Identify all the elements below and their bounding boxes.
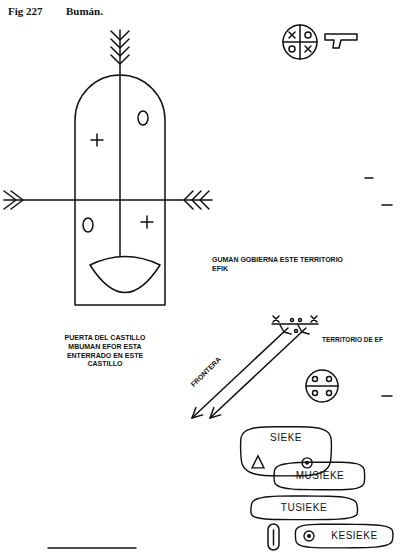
circle-cross: [283, 25, 317, 59]
lens-door: [90, 257, 160, 293]
quartered-circle: [283, 25, 317, 59]
o-mark: [289, 46, 295, 52]
arrowhead: [192, 408, 203, 418]
circle-mark: [83, 218, 93, 232]
territory-blob: SIEKE: [238, 424, 334, 478]
loop-figure: [268, 524, 279, 550]
territory-label: TERRITORIO DE EF: [322, 336, 383, 344]
territory-blob: KESIEKE: [292, 522, 395, 550]
blob-path: [295, 524, 392, 548]
dot-mark: [295, 330, 298, 333]
feathers-right: [184, 191, 209, 209]
loop-figure-line: [273, 530, 275, 545]
dot: [308, 535, 311, 538]
triangle-mark: [252, 456, 264, 468]
o-mark: [327, 377, 332, 382]
blob-path: [274, 462, 365, 490]
arrowhead: [210, 408, 221, 418]
x-marks: [289, 32, 311, 52]
o-mark: [327, 391, 332, 396]
circle-dot: [304, 531, 314, 541]
o-mark: [305, 32, 311, 38]
note: GUMAN GOBIERNA ESTE TERRITORIO EFIK: [212, 256, 344, 274]
figure-number: Fig 227: [8, 5, 43, 19]
territory-blob: MUSIEKE: [272, 460, 368, 492]
note: PUERTA DEL CASTILLO MBUMAN EFOR ESTA ENT…: [52, 334, 158, 369]
o-mark: [313, 391, 318, 396]
margin-dashes: [365, 178, 392, 396]
cross-mark: [91, 134, 103, 146]
dot-mark: [291, 319, 294, 322]
castle-arch: [75, 75, 165, 305]
frontier-line: [210, 328, 306, 418]
x-marks: [273, 316, 317, 322]
dot: [306, 462, 309, 465]
territory-name: KESIEKE: [331, 530, 377, 542]
territory-blob: TUSIEKE: [248, 494, 360, 522]
circle-mark: [138, 111, 148, 125]
cross-mark: [141, 216, 153, 228]
feathers: [280, 325, 309, 334]
frontier-label: FRONTERA: [189, 355, 223, 389]
dot-mark: [299, 319, 302, 322]
o-mark: [313, 377, 318, 382]
boundary-bar: [272, 323, 318, 325]
horizontal-axis: [4, 199, 212, 201]
figure-title: Bumán.: [66, 5, 103, 19]
territory-name: SIEKE: [270, 432, 302, 444]
dotted-circle: [306, 370, 338, 402]
footer-rule: [48, 547, 136, 549]
circle-dot: [302, 458, 312, 468]
small-object: [325, 34, 357, 48]
blob-path: [241, 427, 332, 476]
circle-divider: [306, 385, 338, 387]
feathers-top: [111, 31, 129, 64]
blob-path: [251, 496, 357, 520]
territory-name: MUSIEKE: [296, 470, 345, 482]
territory-name: TUSIEKE: [281, 502, 327, 514]
arrow-left: [4, 191, 23, 209]
